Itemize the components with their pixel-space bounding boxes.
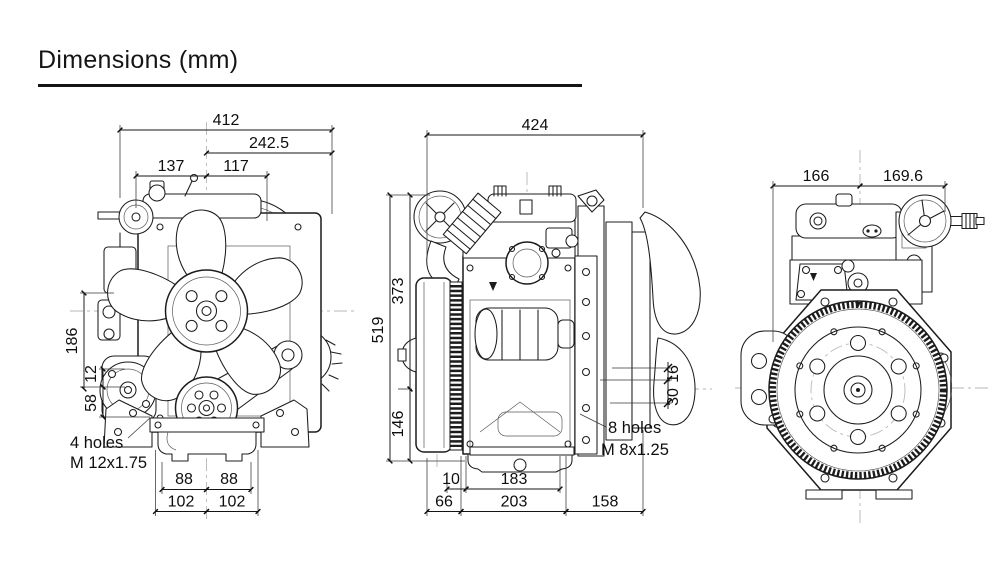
side-holes-note-line2: M 8x1.25	[601, 441, 669, 459]
dim-front-feet-outer-left: 102	[168, 494, 195, 511]
engine-foot	[805, 489, 843, 500]
oil-pan-side	[467, 453, 573, 473]
dim-side-bottom-10: 10	[442, 471, 460, 488]
front-holes-note-line2: M 12x1.75	[70, 454, 147, 472]
dim-side-overall-height: 519	[370, 317, 387, 344]
dim-front-right-width: 242.5	[249, 135, 289, 152]
dim-front-mount-height: 186	[64, 328, 81, 355]
dim-front-upper-left: 137	[158, 158, 185, 175]
side-view-dimensions: 424 519 373 146 10 183 66 203 158 16 30	[370, 117, 682, 516]
dim-side-lower-height: 146	[390, 411, 407, 438]
page-title: Dimensions (mm)	[38, 46, 239, 74]
dim-front-offset-upper: 12	[83, 365, 100, 383]
oil-filler-cap	[148, 184, 166, 202]
dim-front-offset-lower: 58	[83, 394, 100, 412]
dim-front-feet-inner-left: 88	[175, 471, 193, 488]
rear-mount-flange	[574, 255, 598, 455]
rear-view-drawing	[740, 193, 985, 500]
rear-view-dimensions: 166 169.6	[770, 168, 948, 342]
dim-side-bottom-158: 158	[592, 494, 619, 511]
side-holes-note-line1: 8 holes	[608, 419, 661, 437]
hand-crank	[898, 194, 985, 248]
front-view-dimensions: 412 242.5 137 117 186 12 58 88 88 102 10…	[64, 112, 335, 516]
dim-rear-left-width: 166	[803, 168, 830, 185]
mounting-wings	[103, 399, 310, 448]
dim-side-bottom-66: 66	[435, 494, 453, 511]
dim-rear-right-width: 169.6	[883, 168, 923, 185]
dim-front-feet-inner-right: 88	[220, 471, 238, 488]
dim-front-overall-width: 412	[213, 112, 240, 129]
flywheel-side	[397, 277, 463, 453]
dim-side-overall-width: 424	[522, 117, 549, 134]
starter-motor-side	[474, 307, 575, 361]
front-holes-note-line1: 4 holes	[70, 434, 123, 452]
engine-foot	[875, 489, 913, 500]
side-view-drawing	[397, 185, 701, 473]
flywheel-rear	[768, 300, 948, 480]
dim-side-bottom-183: 183	[501, 471, 528, 488]
pan-flange	[149, 417, 265, 433]
fan-hub	[195, 300, 218, 322]
cooling-fan	[100, 209, 310, 412]
title-underline	[38, 84, 582, 87]
exhaust-flange	[505, 241, 549, 285]
dim-side-right-16: 16	[665, 365, 682, 383]
dim-side-upper-height: 373	[390, 278, 407, 305]
front-view-drawing	[97, 173, 343, 462]
finned-filter	[442, 192, 502, 255]
dim-front-feet-outer-right: 102	[219, 494, 246, 511]
dim-front-upper-right: 117	[223, 158, 249, 175]
oil-pan-front	[157, 431, 257, 462]
dim-side-bottom-203: 203	[501, 494, 528, 511]
dim-side-right-30: 30	[665, 388, 682, 406]
